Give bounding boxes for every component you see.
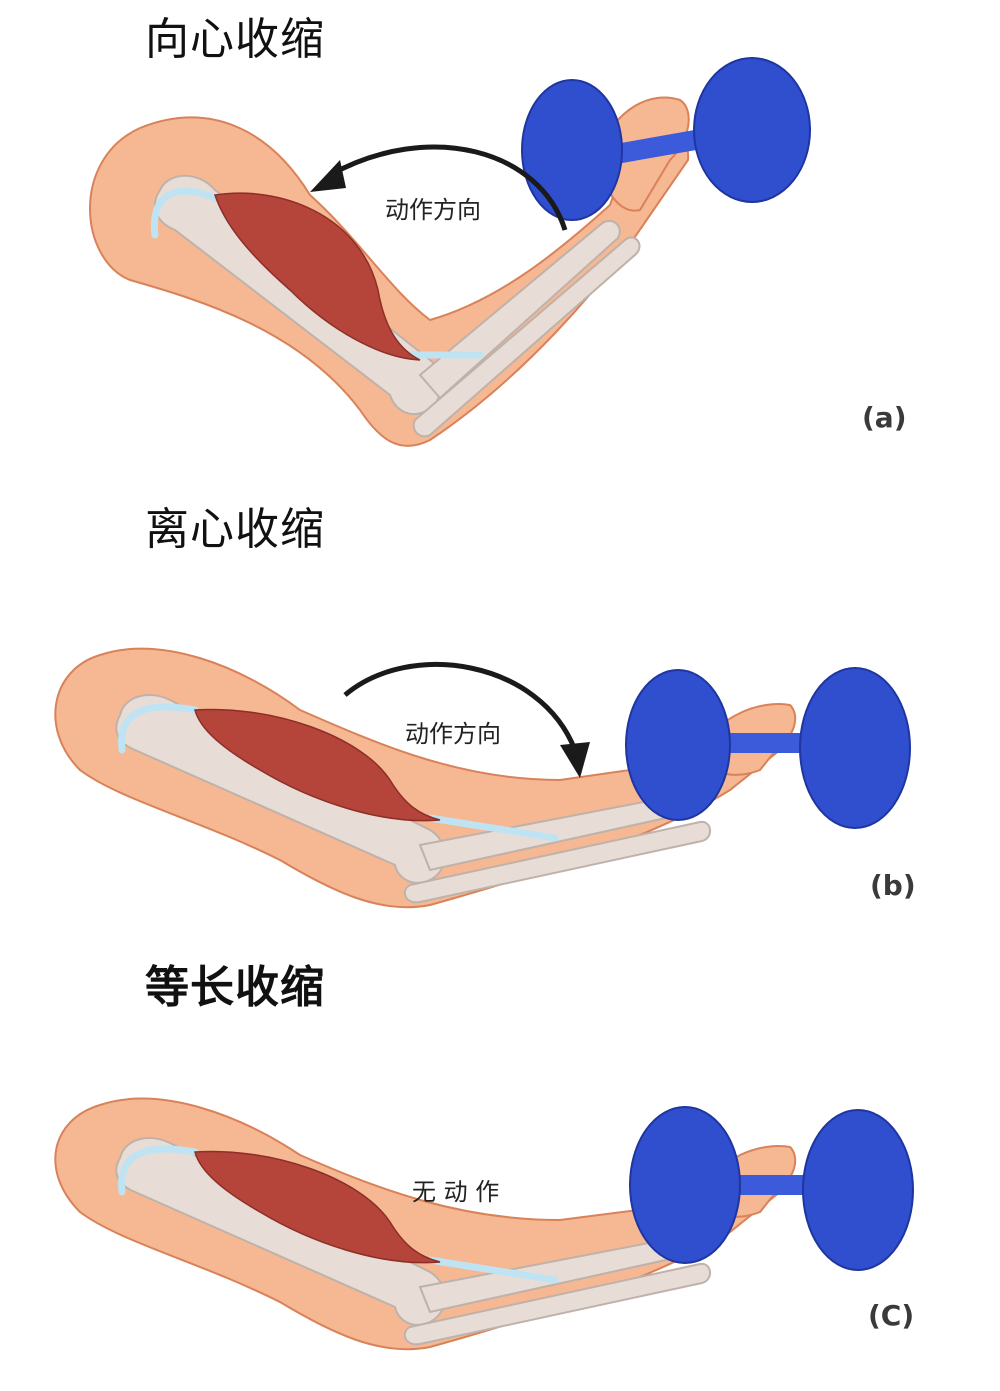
eccentric-arm-illustration xyxy=(54,647,911,909)
dumbbell xyxy=(629,1106,914,1271)
biceps-muscle xyxy=(214,192,421,361)
ulna-bone xyxy=(412,236,641,438)
no-movement-label: 无 动 作 xyxy=(412,1178,500,1206)
panel-concentric: 向心收缩 动作方向 (a) xyxy=(0,0,1000,460)
tendon-upper xyxy=(118,703,199,754)
direction-arrow xyxy=(343,662,578,751)
tendon-lower xyxy=(426,1256,559,1284)
dumbbell xyxy=(625,667,911,829)
ulna-bone xyxy=(403,820,711,904)
panel-eccentric: 离心收缩 动作方向 (b) xyxy=(0,460,1000,930)
ulna-bone xyxy=(403,1262,711,1346)
biceps-muscle xyxy=(194,1150,441,1264)
tendon-upper xyxy=(150,187,224,239)
radius-bone xyxy=(418,219,621,400)
arrow-head xyxy=(310,160,346,192)
panel-label: (C) xyxy=(868,1299,915,1332)
panel-label: (b) xyxy=(870,869,916,902)
tendon-upper xyxy=(118,1145,199,1196)
tendon-lower xyxy=(426,814,559,842)
direction-label: 动作方向 xyxy=(385,196,481,224)
panel-label: (a) xyxy=(862,401,907,434)
panel-isometric: 等长收缩 无 动 作 (C) xyxy=(0,930,1000,1391)
direction-arrow xyxy=(328,144,568,231)
dumbbell xyxy=(521,57,811,221)
arrow-head xyxy=(560,742,590,778)
concentric-arm-illustration xyxy=(89,57,811,447)
biceps-muscle xyxy=(194,708,441,822)
panel-title: 向心收缩 xyxy=(145,14,325,65)
panel-title: 等长收缩 xyxy=(145,962,325,1013)
isometric-arm-illustration xyxy=(54,1097,914,1351)
direction-label: 动作方向 xyxy=(405,720,501,748)
panel-title: 离心收缩 xyxy=(145,504,325,555)
